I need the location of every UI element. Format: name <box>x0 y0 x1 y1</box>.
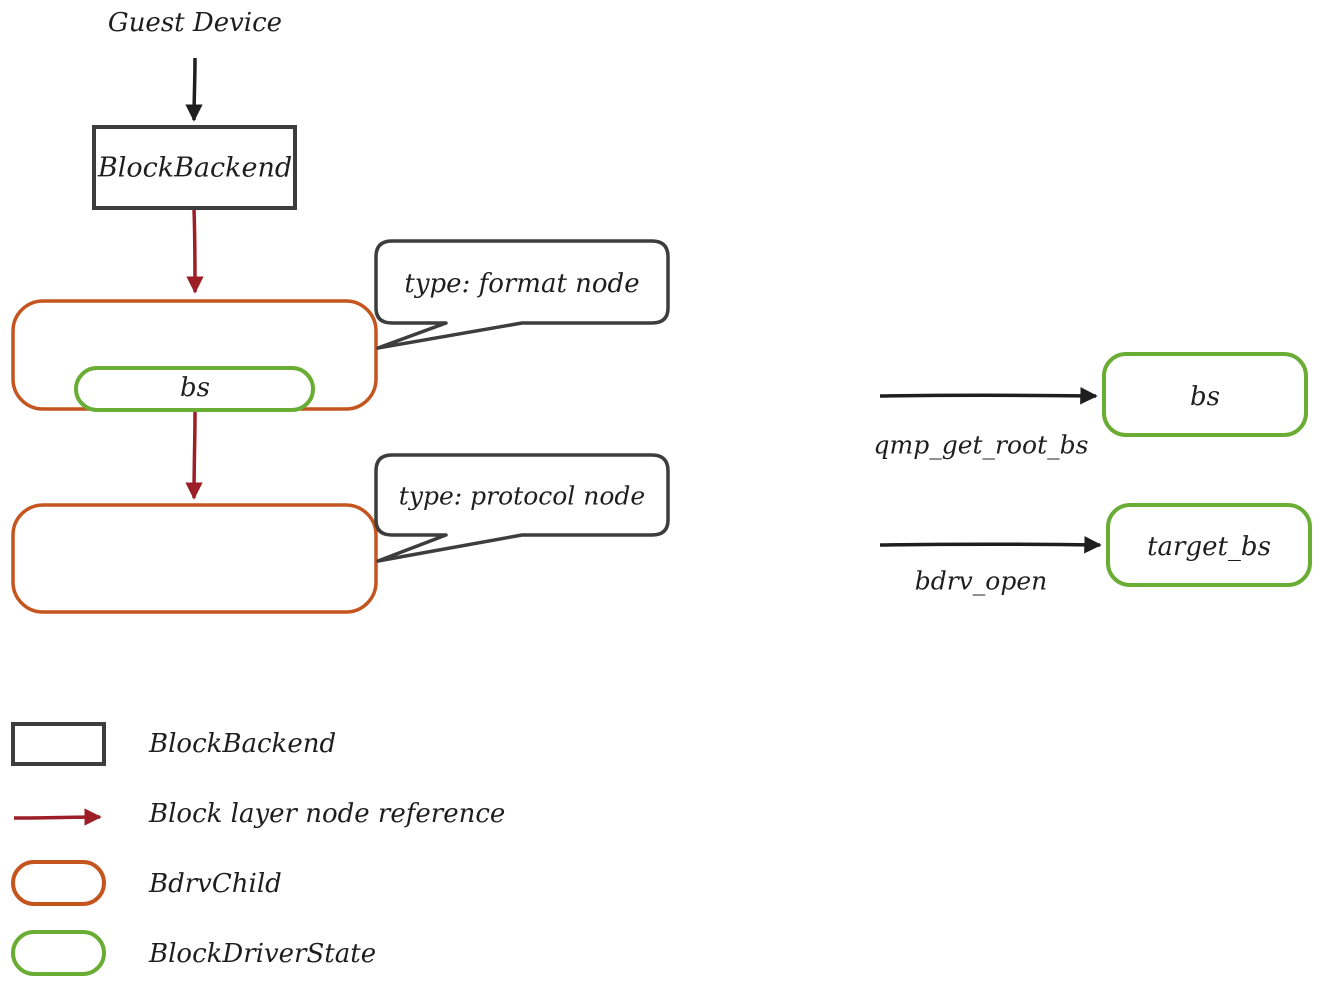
block-backend-box <box>92 125 297 210</box>
root-bs-arrow <box>879 387 1098 405</box>
block-backend-box-label: BlockBackend <box>97 152 293 184</box>
root-bs-label: bs <box>1190 382 1220 412</box>
target-bs-arrow <box>879 536 1102 554</box>
legend-label-blockdriverstate: BlockDriverState <box>149 939 377 969</box>
legend-swatch-blockbackend <box>11 722 106 766</box>
format-to-protocol-arrow <box>185 411 203 500</box>
callout-format-label: type: format node <box>404 269 640 299</box>
guest-device-arrow <box>185 57 203 122</box>
callout-protocol-label: type: protocol node <box>398 481 646 511</box>
callout-protocol-node <box>374 453 670 563</box>
guest-device-label: Guest Device <box>107 8 283 38</box>
target-bs-label: target_bs <box>1147 532 1271 562</box>
root-arrow-label: qmp_get_root_bs <box>873 430 1089 460</box>
target-arrow-label: bdrv_open <box>914 566 1048 596</box>
format-node-bs-state <box>74 366 315 412</box>
legend-label-bdrvchild: BdrvChild <box>149 869 282 899</box>
legend-swatch-blockdriverstate <box>11 930 106 976</box>
format-node-bs-label: bs <box>180 373 210 403</box>
legend-label-node-reference: Block layer node reference <box>149 799 506 829</box>
callout-format-node <box>374 239 670 350</box>
legend-swatch-bdrvchild <box>11 860 106 906</box>
backend-to-format-arrow <box>186 209 204 294</box>
legend-label-blockbackend: BlockBackend <box>149 729 337 759</box>
legend-swatch-node-reference <box>13 808 102 826</box>
protocol-node-bdrvchild <box>11 503 378 614</box>
target-bs-state <box>1106 503 1312 587</box>
root-bs-state <box>1102 352 1308 437</box>
